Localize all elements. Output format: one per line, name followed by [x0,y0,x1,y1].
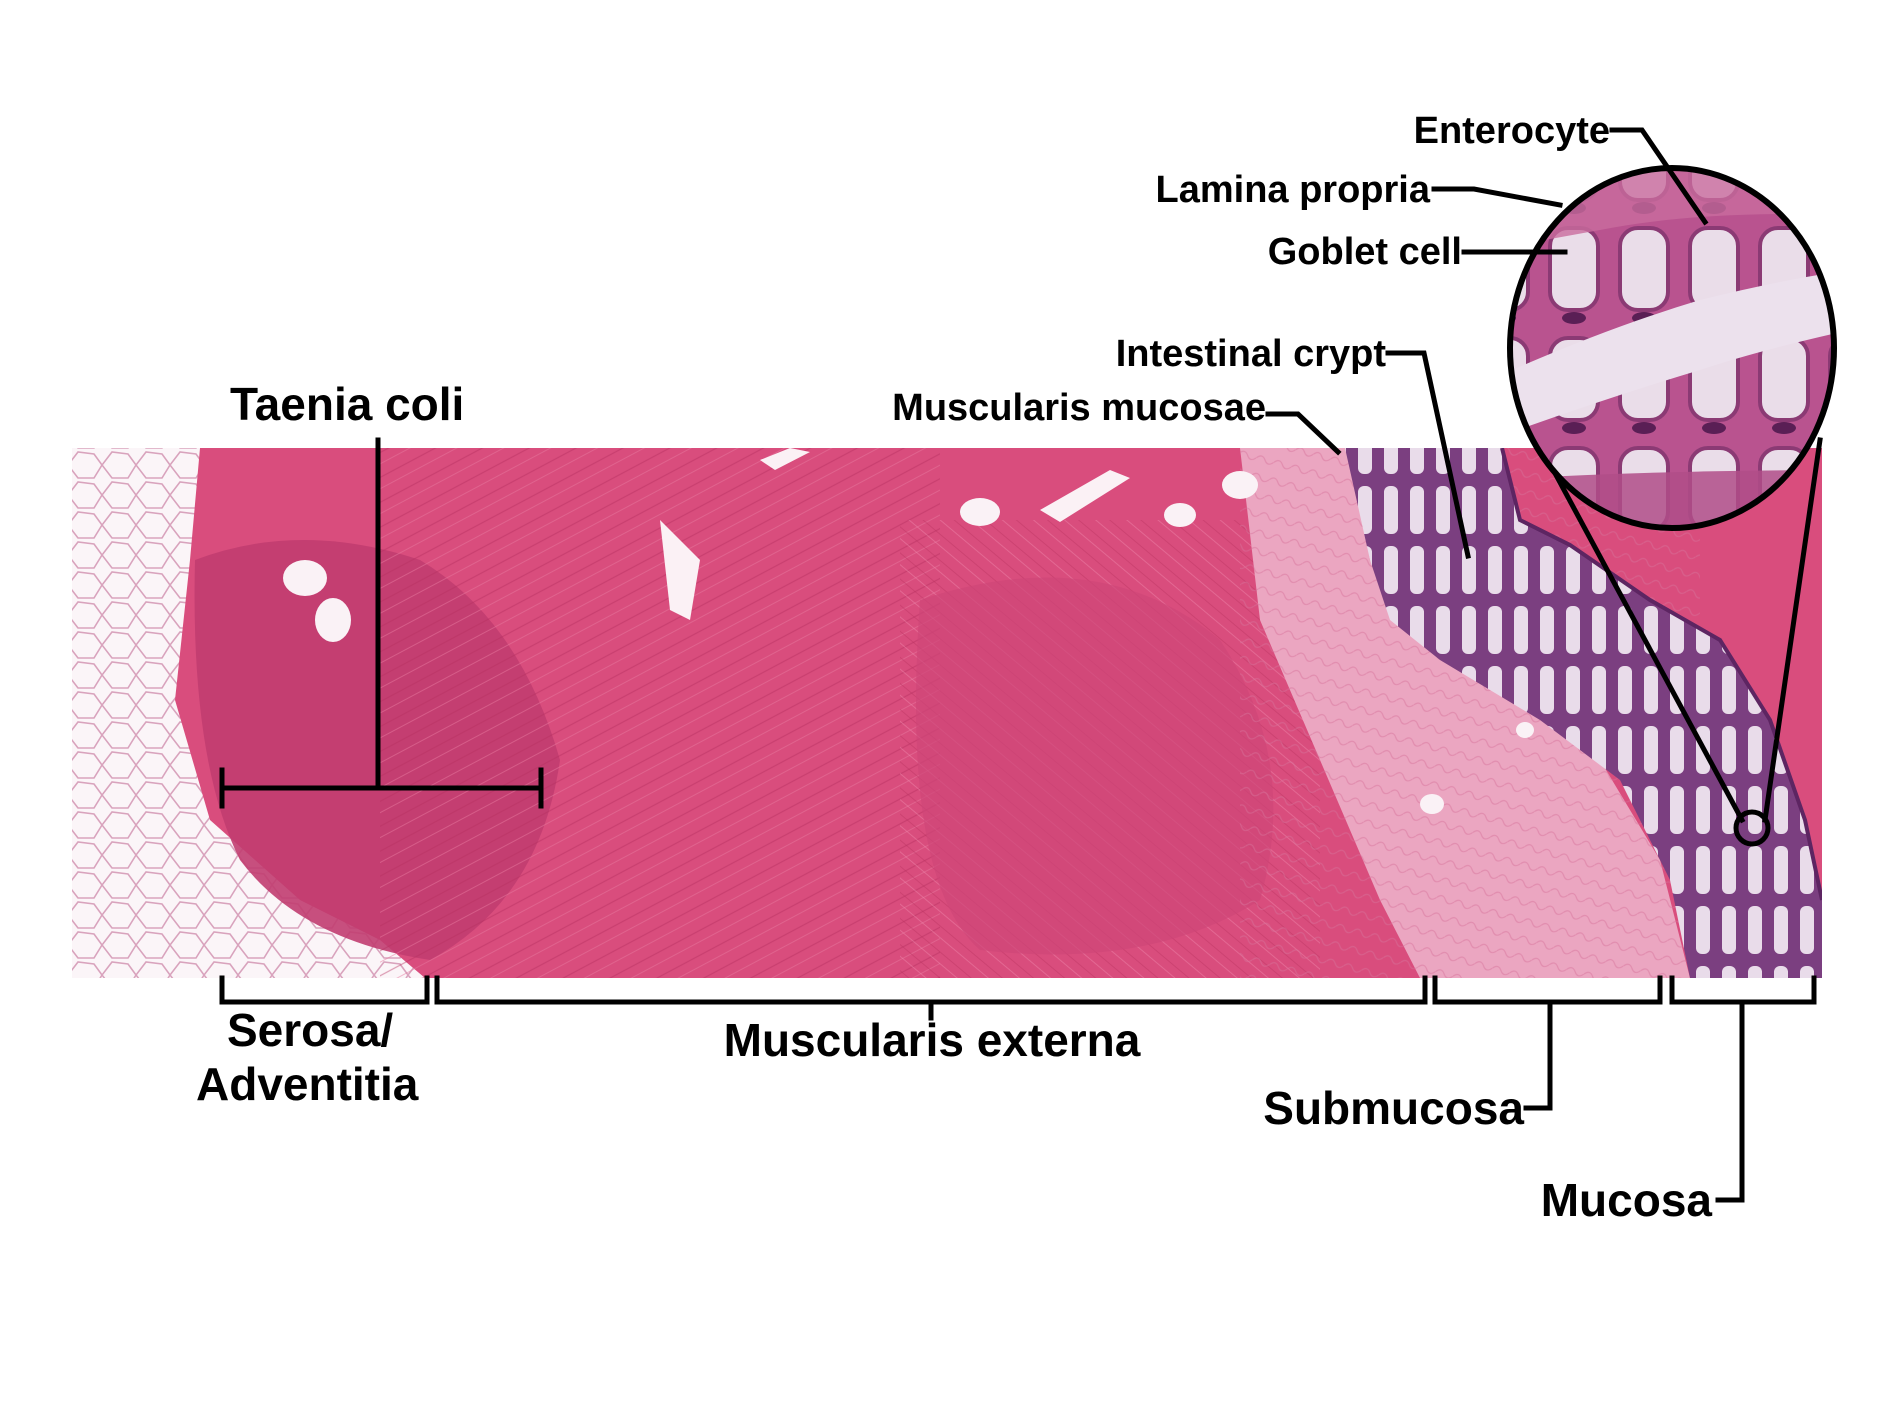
label-enterocyte: Enterocyte [1414,110,1610,152]
vessel [1164,503,1196,527]
muscularis-externa-bracket [434,975,1428,1021]
label-intestinal-crypt: Intestinal crypt [1116,333,1387,375]
submucosa-bracket [1432,975,1663,1111]
vessel [315,598,351,642]
zoom-line-left [1552,471,1746,824]
muscularis-mucosae-leader [1265,411,1342,456]
inset-border [1507,165,1837,531]
mucosa-region [1345,448,1822,978]
mucosa-surface [1500,448,1822,901]
zoom-line-right [1762,437,1823,823]
tissue-tear [660,520,700,620]
serosa-bracket [219,975,430,1005]
tissue-tear [760,448,810,470]
tissue-tear [1040,470,1130,522]
vessel [1516,722,1534,738]
vessel [283,560,327,596]
label-muscularis-mucosae: Muscularis mucosae [892,387,1266,429]
intestinal-crypt-leader [1385,350,1471,559]
inner-muscle-bundle [916,577,1274,955]
tissue-section [72,448,1822,978]
adipose-tissue [72,448,425,978]
label-muscularis-externa: Muscularis externa [724,1014,1141,1066]
taenia-coli-annotation [219,437,544,809]
inset-lumen [1510,270,1834,440]
label-mucosa: Mucosa [1541,1174,1713,1226]
vessel [1420,794,1444,814]
lamina-propria-leader [1431,186,1563,208]
enterocyte-leader [1609,127,1709,226]
muscle-texture-1 [380,448,940,978]
label-serosa-line2: Adventitia [196,1058,419,1110]
vessel [1222,471,1258,499]
label-goblet-cell: Goblet cell [1268,231,1462,273]
label-taenia-coli: Taenia coli [230,378,464,430]
label-lamina-propria: Lamina propria [1156,169,1431,211]
label-serosa-line1: Serosa/ [227,1004,393,1056]
label-submucosa: Submucosa [1263,1082,1524,1134]
vessel [960,498,1000,526]
zoom-target-circle [1733,809,1771,847]
mucosa-bracket [1669,975,1817,1203]
